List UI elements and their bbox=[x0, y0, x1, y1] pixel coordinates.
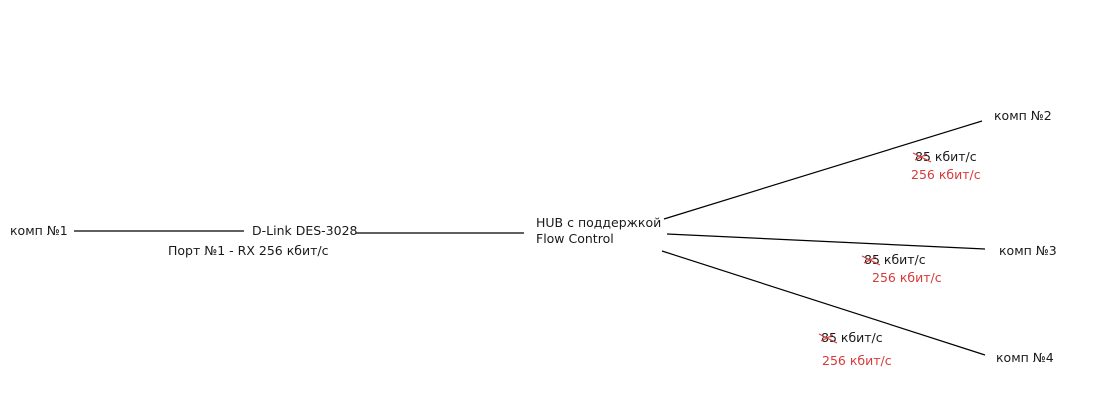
hub-label-line2: Flow Control bbox=[536, 231, 614, 246]
link-hub-pc4 bbox=[661, 250, 986, 356]
switch-port-label: Порт №1 - RX 256 кбит/с bbox=[168, 243, 329, 258]
pc3-old-rate: 85 кбит/с bbox=[861, 252, 926, 268]
strike-mark bbox=[861, 255, 881, 266]
pc2-old-value: 85 bbox=[912, 149, 932, 165]
pc4-old-rate: 85 кбит/с bbox=[818, 330, 883, 346]
node-pc1: комп №1 bbox=[10, 223, 68, 238]
pc4-new-rate: 256 кбит/с bbox=[822, 353, 892, 368]
node-pc2: комп №2 bbox=[994, 108, 1052, 123]
pc3-old-unit: кбит/с bbox=[883, 252, 926, 267]
pc4-old-value: 85 bbox=[818, 330, 838, 346]
pc3-new-rate: 256 кбит/с bbox=[872, 270, 942, 285]
pc2-new-rate: 256 кбит/с bbox=[911, 167, 981, 182]
pc3-old-value: 85 bbox=[861, 252, 881, 268]
pc4-old-unit: кбит/с bbox=[840, 330, 883, 345]
node-pc3: комп №3 bbox=[999, 243, 1057, 258]
strike-mark bbox=[818, 333, 838, 344]
pc2-old-rate: 85 кбит/с bbox=[912, 149, 977, 165]
node-pc4: комп №4 bbox=[996, 350, 1054, 365]
hub-label-line1: HUB с поддержкой bbox=[536, 215, 662, 230]
node-switch: D-Link DES-3028 bbox=[252, 223, 358, 238]
link-hub-pc2 bbox=[663, 120, 983, 220]
link-hub-pc3 bbox=[666, 233, 986, 250]
strike-mark bbox=[912, 152, 932, 163]
pc2-old-unit: кбит/с bbox=[934, 149, 977, 164]
node-hub: HUB с поддержкой Flow Control bbox=[536, 215, 661, 247]
